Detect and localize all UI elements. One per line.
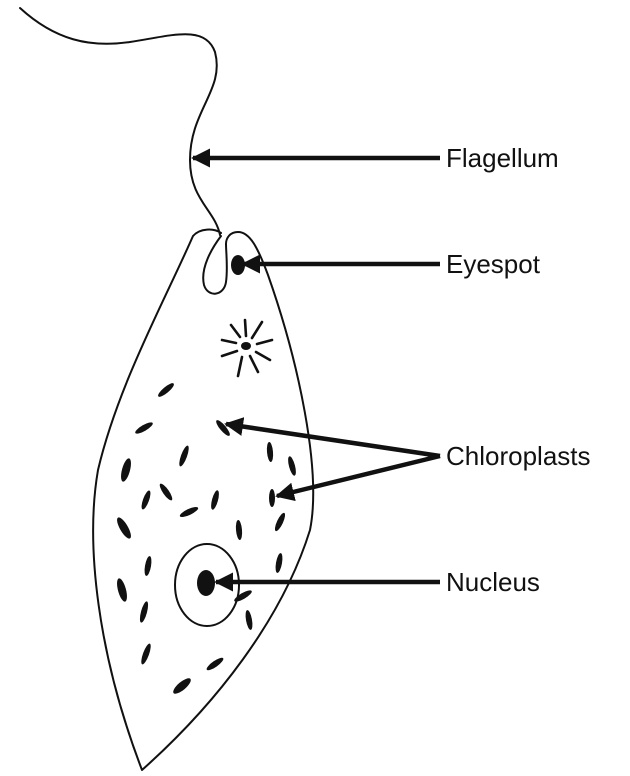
chloroplast [115, 577, 129, 602]
nucleus-label: Nucleus [446, 567, 540, 597]
flagellum-structure [20, 8, 220, 235]
chloroplast [158, 482, 174, 502]
nucleus-structure [175, 544, 239, 626]
chloroplast [214, 418, 231, 437]
chloroplast [210, 490, 221, 511]
chloroplast [171, 676, 193, 696]
eyespot-structure [231, 255, 245, 275]
chloroplast [138, 601, 149, 624]
chloroplast [269, 489, 275, 507]
chloroplast [233, 588, 253, 603]
chloroplasts-pointer-lower [277, 456, 440, 496]
chloroplast [205, 656, 225, 672]
chloroplast [119, 457, 133, 482]
chloroplasts-pointer-upper [226, 424, 440, 456]
chloroplast [179, 505, 200, 519]
contractile-vacuole [222, 320, 272, 376]
chloroplast [266, 442, 274, 462]
reservoir [203, 236, 227, 294]
chloroplast [140, 490, 152, 511]
chloroplast [274, 553, 283, 574]
chloroplast [244, 610, 253, 631]
chloroplast [177, 445, 190, 468]
chloroplast [273, 512, 287, 533]
chloroplast [287, 456, 298, 477]
chloroplasts-label: Chloroplasts [446, 441, 591, 471]
chloroplast [235, 520, 243, 540]
chloroplast [143, 556, 152, 577]
flagellum-label: Flagellum [446, 143, 559, 173]
chloroplast [139, 643, 152, 666]
cell-body [93, 230, 313, 770]
eyespot-label: Eyespot [446, 249, 541, 279]
chloroplast [156, 381, 175, 398]
chloroplast [115, 516, 134, 541]
chloroplast [134, 420, 154, 435]
